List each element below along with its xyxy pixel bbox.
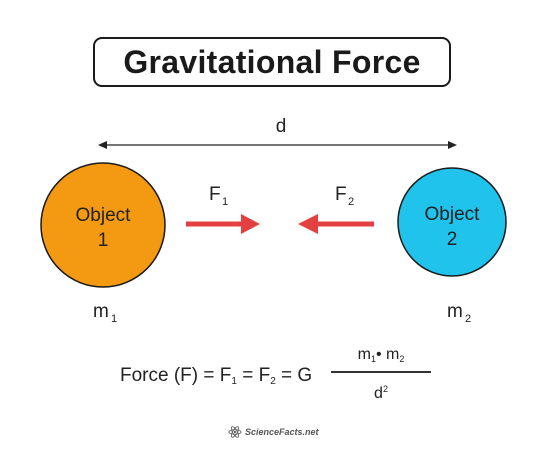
object-1-circle — [40, 162, 166, 288]
force-1-arrow — [186, 214, 260, 234]
force-1-subscript: 1 — [222, 196, 228, 208]
mass-1-symbol: m — [93, 301, 109, 322]
distance-label: d — [276, 116, 287, 137]
gravitation-formula: Force (F) = F1 = F2 = G m1• m2 d2 — [120, 343, 440, 405]
object-1-number: 1 — [98, 230, 109, 251]
title-box: Gravitational Force — [93, 37, 451, 87]
object-2-number: 2 — [447, 229, 458, 250]
formula-f1-subscript: 1 — [231, 376, 237, 387]
mass-2-subscript: 2 — [465, 313, 471, 325]
force-2-symbol: F — [335, 184, 347, 205]
numerator-m1-subscript: 1 — [370, 354, 376, 364]
formula-f2-subscript: 2 — [270, 376, 276, 387]
watermark: ScienceFacts.net — [228, 424, 319, 440]
formula-denominator: d2 — [331, 379, 431, 404]
numerator-m2: m — [386, 346, 400, 363]
formula-force-label: Force (F) = F — [120, 365, 232, 386]
denominator-exponent: 2 — [382, 383, 388, 394]
page-title: Gravitational Force — [123, 43, 421, 80]
denominator-d: d — [374, 384, 383, 402]
formula-fraction: m1• m2 d2 — [331, 343, 431, 404]
numerator-dot: • — [375, 346, 382, 363]
force-2-subscript: 2 — [348, 196, 354, 208]
formula-g-label: = G — [275, 365, 313, 386]
numerator-m1: m — [357, 346, 371, 363]
object-1-label: Object — [76, 205, 132, 226]
mass-1-subscript: 1 — [111, 313, 117, 325]
atom-icon — [228, 426, 242, 438]
object-2-circle — [397, 167, 507, 277]
fraction-bar — [331, 371, 431, 373]
numerator-m2-subscript: 2 — [399, 354, 405, 364]
formula-f2-label: = F — [236, 365, 271, 386]
formula-left-side: Force (F) = F1 = F2 = G — [120, 365, 312, 387]
distance-line — [98, 141, 457, 149]
object-2-label: Object — [425, 204, 481, 225]
force-2-arrow — [298, 214, 374, 234]
force-1-symbol: F — [209, 184, 221, 205]
mass-2-symbol: m — [447, 301, 463, 322]
watermark-text: ScienceFacts.net — [245, 427, 319, 437]
formula-numerator: m1• m2 — [331, 343, 431, 367]
